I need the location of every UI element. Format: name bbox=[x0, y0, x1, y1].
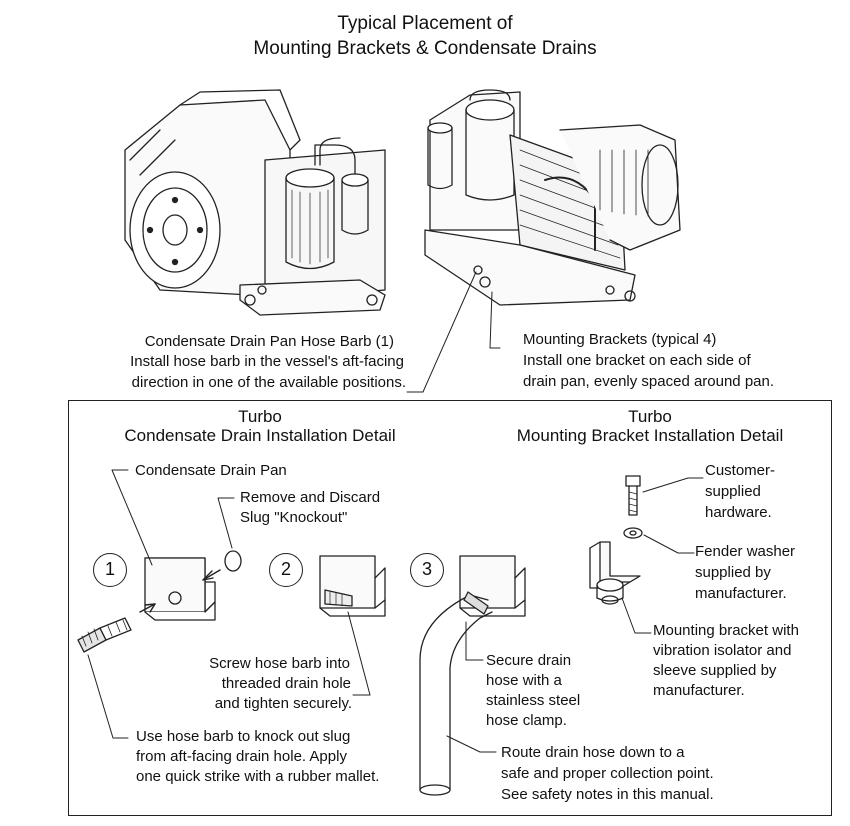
label-use-barb-line3: one quick strike with a rubber mallet. bbox=[136, 768, 380, 785]
label-bracket-line2: vibration isolator and bbox=[653, 642, 792, 659]
bracket-detail-header-line1: Turbo bbox=[628, 407, 672, 426]
label-secure-hose-line2: hose with a bbox=[486, 672, 562, 689]
ac-unit-right-illustration bbox=[424, 89, 681, 306]
callout-brackets-line1: Mounting Brackets (typical 4) bbox=[523, 331, 717, 348]
callout-brackets-line3: drain pan, evenly spaced around pan. bbox=[523, 373, 775, 390]
label-secure-hose-line4: hose clamp. bbox=[486, 712, 567, 729]
label-route-hose-line3: See safety notes in this manual. bbox=[501, 786, 714, 803]
label-use-barb-line2: from aft-facing drain hole. Apply bbox=[136, 748, 347, 765]
label-bracket-line4: manufacturer. bbox=[653, 682, 745, 699]
callout-brackets-line2: Install one bracket on each side of bbox=[523, 352, 751, 369]
callout-drain-barb-line3: direction in one of the available positi… bbox=[131, 374, 406, 391]
label-route-hose-line1: Route drain hose down to a bbox=[501, 744, 685, 761]
label-hardware-line2: supplied bbox=[705, 483, 761, 500]
label-secure-hose-line1: Secure drain bbox=[486, 652, 572, 669]
step-3-marker: 3 bbox=[410, 553, 444, 587]
figure-title-line1: Typical Placement of bbox=[337, 13, 513, 34]
hose-barb-1 bbox=[77, 603, 156, 653]
drain-detail-illustration bbox=[77, 550, 526, 796]
label-washer-line3: manufacturer. bbox=[695, 585, 787, 602]
label-remove-slug-line1: Remove and Discard bbox=[240, 489, 381, 506]
callout-drain-barb-line2: Install hose barb in the vessel's aft-fa… bbox=[130, 353, 404, 370]
label-screw-barb-line3: and tighten securely. bbox=[214, 695, 352, 712]
label-hardware-line1: Customer- bbox=[705, 462, 776, 479]
installation-detail-box bbox=[68, 400, 832, 816]
label-hardware-line3: hardware. bbox=[705, 504, 772, 521]
label-secure-hose-line3: stainless steel bbox=[486, 692, 581, 709]
label-remove-slug-line2: Slug "Knockout" bbox=[240, 509, 348, 526]
step-1-marker: 1 bbox=[93, 553, 127, 587]
label-washer-line1: Fender washer bbox=[695, 543, 796, 560]
label-washer-line2: supplied by bbox=[695, 564, 771, 581]
label-route-hose-line2: safe and proper collection point. bbox=[501, 765, 714, 782]
callout-drain-barb-line1: Condensate Drain Pan Hose Barb (1) bbox=[144, 333, 394, 350]
label-condensate-drain-pan: Condensate Drain Pan bbox=[135, 462, 287, 479]
drain-detail-header-line2: Condensate Drain Installation Detail bbox=[124, 426, 396, 445]
ac-unit-left-illustration bbox=[124, 89, 386, 316]
label-use-barb-line1: Use hose barb to knock out slug bbox=[136, 728, 351, 745]
step-2-marker: 2 bbox=[269, 553, 303, 587]
label-bracket-line1: Mounting bracket with bbox=[653, 622, 799, 639]
label-screw-barb-line1: Screw hose barb into bbox=[209, 655, 350, 672]
figure-title-line2: Mounting Brackets & Condensate Drains bbox=[253, 38, 597, 59]
drain-detail-header-line1: Turbo bbox=[238, 407, 282, 426]
label-bracket-line3: sleeve supplied by bbox=[653, 662, 777, 679]
bracket-detail-header-line2: Mounting Bracket Installation Detail bbox=[516, 426, 784, 445]
bracket-detail-illustration bbox=[589, 475, 643, 605]
label-screw-barb-line2: threaded drain hole bbox=[221, 675, 351, 692]
